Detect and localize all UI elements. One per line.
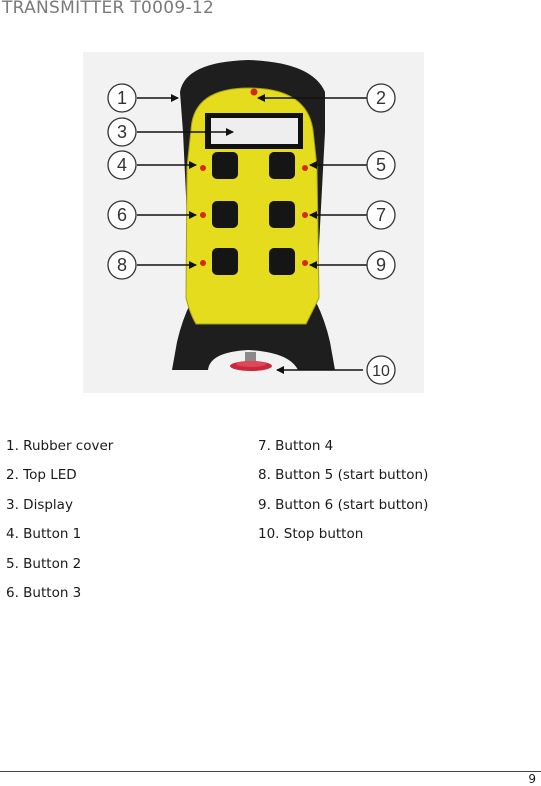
- button-2: [269, 152, 295, 179]
- callout-circles: [107, 83, 396, 385]
- legend-item: 6. Button 3: [6, 584, 82, 601]
- led-dot: [200, 212, 206, 218]
- legend-right-column: 7. Button 4 8. Button 5 (start button) 9…: [258, 436, 428, 554]
- callout-label-10: 10: [372, 363, 390, 380]
- legend-item: 7. Button 4: [258, 438, 334, 454]
- legend-left-column: 1. Rubber cover 2. Top LED 3. Display 4.…: [6, 436, 113, 612]
- legend-item: 9. Button 6 (start button): [258, 496, 429, 513]
- button-1: [212, 152, 238, 179]
- button-3: [212, 201, 238, 228]
- legend-item: 2. Top LED: [6, 467, 77, 484]
- stop-button: [230, 352, 272, 371]
- page-title: TRANSMITTER T0009-12: [2, 0, 215, 18]
- callout-label-9: 9: [376, 255, 386, 275]
- led-dot: [302, 260, 308, 266]
- legend-item: 3. Display: [6, 496, 73, 513]
- display-screen: [211, 118, 298, 144]
- callout-arrows: [137, 94, 369, 374]
- callout-label-2: 2: [376, 88, 386, 108]
- transmitter-illustration: 1 2 3 4 5 6 7 8 9 10: [83, 52, 424, 393]
- callout-label-4: 4: [117, 155, 127, 175]
- callout-label-3: 3: [117, 122, 127, 142]
- legend-item: 4. Button 1: [6, 526, 82, 543]
- legend-item: 5. Button 2: [6, 555, 82, 572]
- footer-divider: [0, 771, 541, 772]
- legend-item: 1. Rubber cover: [6, 438, 114, 454]
- led-dot: [302, 165, 308, 171]
- led-dot: [200, 165, 206, 171]
- callout-label-5: 5: [376, 155, 386, 175]
- button-5: [212, 248, 238, 275]
- callout-label-6: 6: [117, 205, 127, 225]
- top-led: [250, 88, 258, 96]
- button-grid: [212, 152, 295, 275]
- callout-label-7: 7: [376, 205, 386, 225]
- legend-item: 10. Stop button: [258, 526, 364, 543]
- legend-item: 8. Button 5 (start button): [258, 467, 429, 484]
- led-dot: [302, 212, 308, 218]
- page-number: 9: [528, 772, 536, 786]
- led-dot: [200, 260, 206, 266]
- callout-label-1: 1: [117, 88, 127, 108]
- button-4: [269, 201, 295, 228]
- transmitter-figure: 1 2 3 4 5 6 7 8 9 10: [83, 52, 424, 393]
- callout-label-8: 8: [117, 255, 127, 275]
- button-6: [269, 248, 295, 275]
- led-dots: [200, 88, 308, 266]
